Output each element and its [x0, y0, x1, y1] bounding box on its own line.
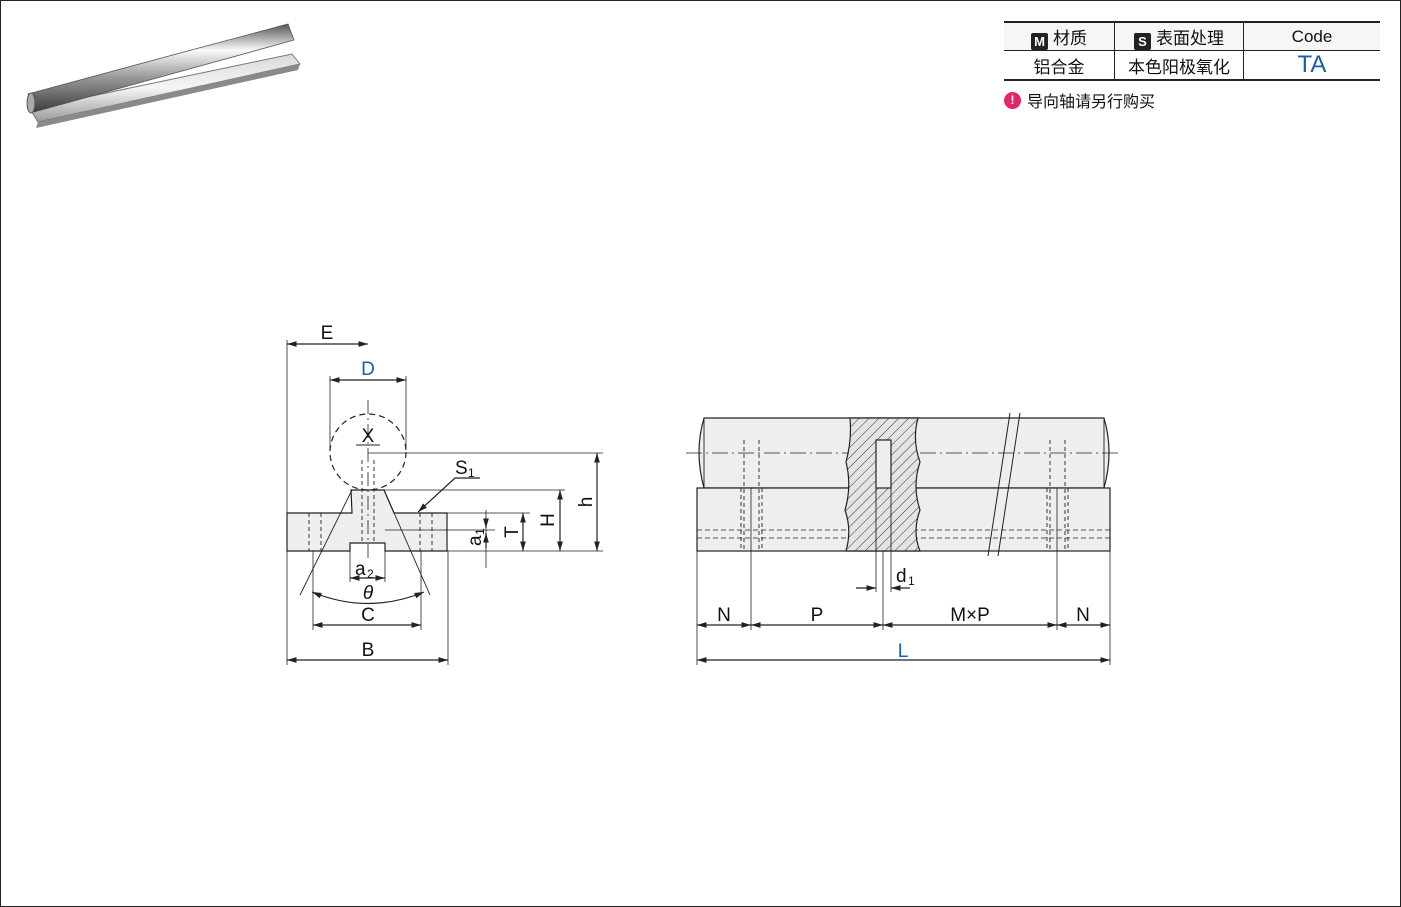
label-N-left: N	[717, 605, 731, 626]
header-code-label: Code	[1291, 26, 1333, 46]
header-surface: S 表面处理	[1114, 21, 1244, 51]
rail-profile	[286, 489, 448, 552]
label-S1: S	[455, 458, 468, 479]
label-h: h	[576, 497, 597, 508]
spec-table: M 材质 S 表面处理 Code 铝合金 本色阳极氧化 TA	[1004, 21, 1380, 81]
purchase-note: ! 导向轴请另行购买	[1004, 88, 1155, 112]
side-view	[686, 412, 1122, 665]
header-surface-label: 表面处理	[1156, 28, 1224, 48]
section-view	[286, 340, 603, 665]
label-H: H	[538, 513, 559, 527]
label-T: T	[502, 526, 523, 538]
label-C: C	[361, 605, 375, 626]
label-a2-sub: 2	[367, 567, 374, 581]
product-photo	[26, 23, 301, 128]
left-screw	[740, 440, 763, 551]
label-MxP: M×P	[950, 605, 990, 626]
label-a1: a	[465, 535, 486, 546]
label-d1: d	[896, 566, 907, 587]
section-labels: E D X S 1 a 2 θ C B h H T a 1	[321, 323, 597, 661]
label-theta: θ	[363, 583, 374, 604]
label-B: B	[362, 640, 375, 661]
center-screw	[875, 439, 892, 489]
label-S1-sub: 1	[468, 466, 475, 480]
header-code: Code	[1243, 21, 1380, 51]
side-labels: d 1 N P M×P N L	[717, 566, 1090, 662]
label-N-right: N	[1076, 605, 1090, 626]
theta-arc	[311, 591, 425, 605]
label-D: D	[361, 359, 375, 380]
header-material-label: 材质	[1053, 28, 1087, 48]
leader-S1	[417, 477, 480, 513]
code-value: TA	[1243, 50, 1380, 81]
warning-icon: !	[1004, 91, 1021, 109]
label-X: X	[362, 426, 375, 447]
label-L: L	[898, 641, 909, 662]
label-E: E	[321, 323, 334, 344]
material-value: 铝合金	[1004, 50, 1115, 81]
label-P: P	[811, 605, 824, 626]
shaft-circle	[329, 413, 407, 491]
surface-badge: S	[1134, 32, 1151, 50]
right-screw	[1046, 440, 1069, 551]
label-a2: a	[355, 559, 366, 580]
material-badge: M	[1031, 32, 1048, 50]
note-text: 导向轴请另行购买	[1027, 94, 1156, 111]
label-d1-sub: 1	[908, 574, 915, 588]
surface-value: 本色阳极氧化	[1114, 50, 1244, 81]
label-a1-sub: 1	[473, 528, 487, 535]
header-material: M 材质	[1004, 21, 1115, 51]
